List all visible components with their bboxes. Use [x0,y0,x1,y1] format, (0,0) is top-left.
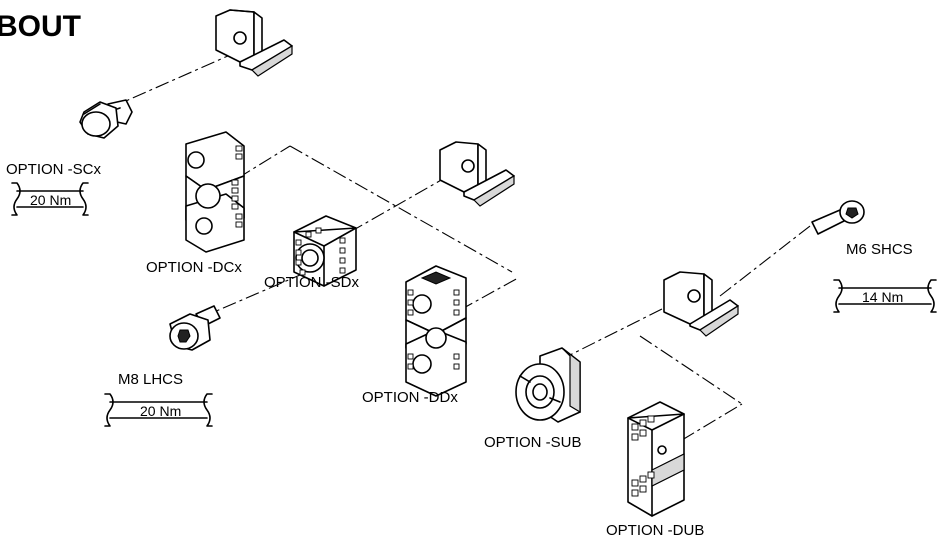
clip-bracket-scx [215,9,293,77]
hex-bolt-scx [79,99,133,139]
torque-value-scx: 20 Nm [30,192,71,208]
torque-badge-scx: 20 Nm [11,182,89,216]
label-option-sub: OPTION -SUB [484,434,582,451]
torque-badge-m8: 20 Nm [104,393,213,427]
clip-bracket-sdx [439,141,515,207]
bolt-m8-lhcs [169,305,221,351]
block-dcx [185,131,245,253]
block-dub [627,401,685,517]
label-option-ddx: OPTION -DDx [362,389,458,406]
label-option-dub: OPTION -DUB [606,522,704,539]
block-ddx [405,265,467,397]
block-sub [515,347,581,423]
torque-value-m6: 14 Nm [862,289,903,305]
page-title: BOUT [0,10,81,43]
label-option-dcx: OPTION -DCx [146,259,242,276]
label-m8-lhcs: M8 LHCS [118,371,183,388]
label-option-scx: OPTION -SCx [6,161,102,178]
block-sdx [293,215,357,287]
torque-value-m8: 20 Nm [140,403,181,419]
torque-badge-m6: 14 Nm [833,279,937,313]
bolt-m6-shcs [811,200,865,235]
label-option-sdx: OPTION -SDx [264,274,360,291]
clip-bracket-sub [663,271,739,337]
label-m6-shcs: M6 SHCS [846,241,913,258]
